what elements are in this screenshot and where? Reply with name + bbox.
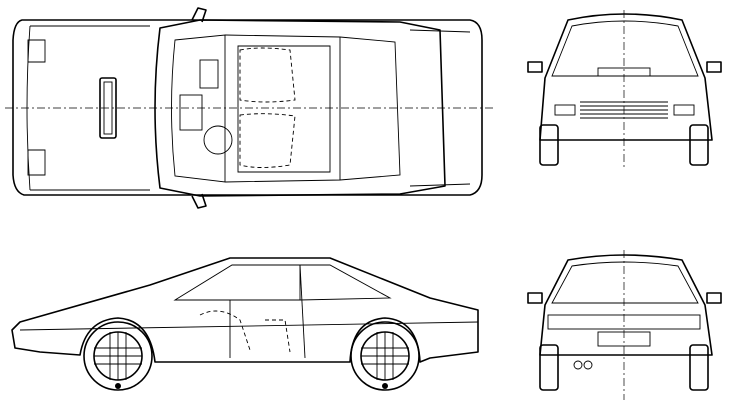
side-view	[11, 257, 479, 391]
wheel-rear	[350, 321, 420, 391]
rear-view	[527, 250, 722, 400]
wheel-front	[83, 321, 153, 391]
front-view	[527, 10, 722, 170]
top-view	[5, 7, 495, 209]
